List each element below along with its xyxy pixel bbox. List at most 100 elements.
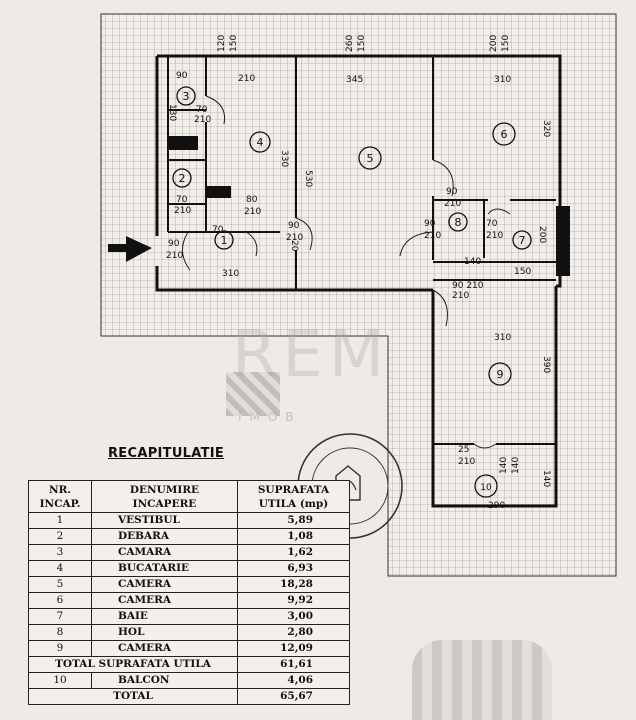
row-name: CAMERA bbox=[91, 576, 238, 593]
room-8-marker: 8 bbox=[448, 212, 468, 232]
row-area: 1,62 bbox=[237, 544, 350, 561]
svg-text:80: 80 bbox=[246, 195, 258, 205]
row-area: 2,80 bbox=[237, 624, 350, 641]
row-name: BALCON bbox=[91, 672, 238, 689]
row-name: VESTIBUL bbox=[91, 512, 238, 529]
svg-text:70: 70 bbox=[212, 225, 224, 235]
svg-text:120: 120 bbox=[217, 35, 227, 52]
dim-d330: 330 bbox=[279, 150, 289, 167]
room-2-marker: 2 bbox=[172, 168, 192, 188]
svg-text:90: 90 bbox=[424, 219, 436, 229]
dim-d345: 345 bbox=[346, 75, 363, 85]
row-nr: 10 bbox=[28, 672, 92, 689]
room-4-marker: 4 bbox=[249, 131, 271, 153]
radiator-block bbox=[556, 206, 570, 276]
row-area: 61,61 bbox=[237, 656, 350, 673]
room-5-marker: 5 bbox=[358, 146, 382, 170]
room-1-marker: 1 bbox=[214, 230, 234, 250]
svg-text:4: 4 bbox=[257, 136, 264, 149]
row-area: 12,09 bbox=[237, 640, 350, 657]
svg-text:150: 150 bbox=[229, 35, 239, 52]
exterior-walls bbox=[155, 54, 562, 508]
row-nr: 9 bbox=[28, 640, 92, 657]
redacted-area-1 bbox=[226, 372, 280, 416]
dim-d200: 200 bbox=[537, 226, 547, 243]
dim-d310b: 310 bbox=[494, 333, 511, 343]
header-nr: NR. INCAP. bbox=[28, 480, 92, 513]
svg-text:150: 150 bbox=[357, 35, 367, 52]
row-area: 6,93 bbox=[237, 560, 350, 577]
dim-d90a: 90 bbox=[176, 71, 188, 81]
svg-text:70: 70 bbox=[486, 219, 498, 229]
svg-text:150: 150 bbox=[501, 35, 511, 52]
door-swings bbox=[182, 95, 511, 449]
row-nr: 6 bbox=[28, 592, 92, 609]
svg-text:25: 25 bbox=[458, 445, 469, 455]
svg-text:210: 210 bbox=[286, 233, 303, 243]
redacted-area-2 bbox=[412, 640, 552, 720]
dim-d390: 390 bbox=[541, 356, 551, 373]
svg-text:210: 210 bbox=[424, 231, 441, 241]
svg-text:210: 210 bbox=[174, 206, 191, 216]
row-area: 65,67 bbox=[237, 688, 350, 705]
row-name: CAMARA bbox=[91, 544, 238, 561]
dim-d290: 290 bbox=[488, 501, 505, 511]
dim-d130: 130 bbox=[167, 104, 177, 121]
row-nr: 7 bbox=[28, 608, 92, 625]
svg-text:210: 210 bbox=[244, 207, 261, 217]
dim-d210-g: 210 bbox=[452, 291, 469, 301]
dim-d20: 20 bbox=[289, 240, 299, 252]
dim-d150: 150 bbox=[514, 267, 531, 277]
row-name: HOL bbox=[91, 624, 238, 641]
row-name: BUCATARIE bbox=[91, 560, 238, 577]
svg-text:6: 6 bbox=[501, 128, 508, 141]
graph-paper bbox=[100, 13, 617, 577]
dim-d210a: 210 bbox=[238, 74, 255, 84]
total-label: TOTAL bbox=[28, 688, 238, 705]
svg-text:90: 90 bbox=[288, 221, 300, 231]
row-nr: 5 bbox=[28, 576, 92, 593]
row-nr: 8 bbox=[28, 624, 92, 641]
svg-text:210: 210 bbox=[444, 199, 461, 209]
row-area: 3,00 bbox=[237, 608, 350, 625]
svg-text:90: 90 bbox=[168, 239, 180, 249]
wall-block-2 bbox=[207, 186, 231, 198]
row-nr: 4 bbox=[28, 560, 92, 577]
room-6-marker: 6 bbox=[492, 122, 516, 146]
svg-text:9: 9 bbox=[497, 368, 504, 381]
svg-text:8: 8 bbox=[455, 216, 462, 229]
dim-d320: 320 bbox=[541, 120, 551, 137]
room-9-marker: 9 bbox=[488, 362, 512, 386]
svg-text:5: 5 bbox=[367, 152, 374, 165]
svg-text:210: 210 bbox=[166, 251, 183, 261]
room-10-marker: 10 bbox=[474, 474, 498, 498]
row-name: CAMERA bbox=[91, 640, 238, 657]
row-area: 5,89 bbox=[237, 512, 350, 529]
row-area: 18,28 bbox=[237, 576, 350, 593]
row-area: 1,08 bbox=[237, 528, 350, 545]
dim-d90-210-g: 90 210 bbox=[452, 281, 484, 291]
entrance-arrow-icon bbox=[108, 236, 152, 262]
row-area: 9,92 bbox=[237, 592, 350, 609]
svg-text:200: 200 bbox=[489, 35, 499, 52]
svg-text:210: 210 bbox=[194, 115, 211, 125]
room-3-marker: 3 bbox=[176, 86, 196, 106]
row-name: CAMERA bbox=[91, 592, 238, 609]
svg-text:140: 140 bbox=[511, 457, 521, 474]
row-name: BAIE bbox=[91, 608, 238, 625]
wall-block-1 bbox=[168, 136, 198, 150]
svg-text:210: 210 bbox=[458, 457, 475, 467]
svg-text:10: 10 bbox=[480, 483, 492, 493]
svg-text:90: 90 bbox=[446, 187, 458, 197]
dim-d140v: 140 bbox=[541, 470, 551, 487]
